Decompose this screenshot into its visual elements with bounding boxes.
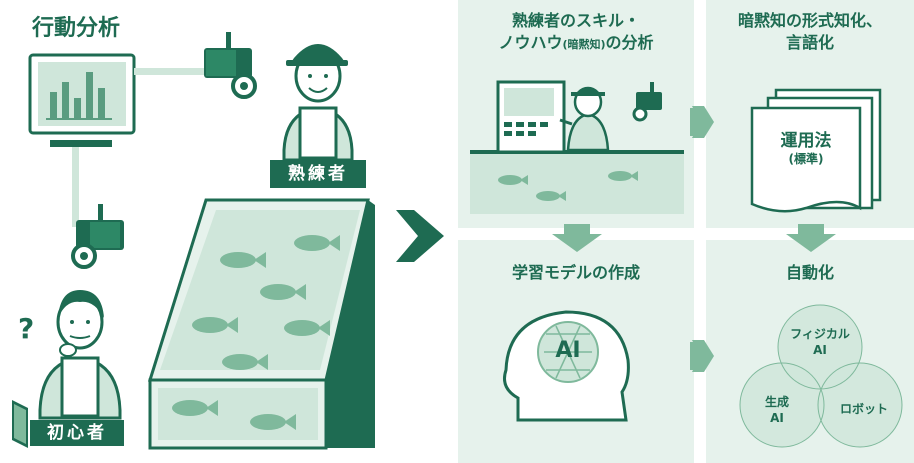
behavior-analysis-title: 行動分析 bbox=[32, 16, 121, 41]
question-mark: ? bbox=[18, 312, 35, 345]
big-arrow-icon bbox=[396, 210, 444, 262]
robot-label: ロボット bbox=[839, 402, 888, 416]
document-icon bbox=[750, 88, 882, 213]
ai-label: AI bbox=[555, 338, 581, 363]
fish-icon bbox=[172, 235, 340, 430]
manual-book-icon bbox=[12, 400, 28, 448]
formalization-title: 暗黙知の形式知化、 言語化 bbox=[737, 11, 882, 52]
fish-icon bbox=[498, 171, 638, 201]
skill-analysis-illustration bbox=[470, 80, 684, 214]
camera-icon bbox=[204, 32, 257, 99]
skill-analysis-title: 熟練者のスキル・ ノウハウ(暗黙知)の分析 bbox=[498, 11, 654, 52]
venn-diagram bbox=[739, 304, 903, 448]
document-title: 運用法 bbox=[780, 131, 832, 151]
beginner-label: 初心者 bbox=[30, 420, 124, 446]
automation-title: 自動化 bbox=[785, 263, 834, 282]
generative-ai-label: 生成 AI bbox=[764, 395, 789, 425]
monitor-icon bbox=[28, 53, 136, 147]
physical-ai-label: フィジカル AI bbox=[790, 327, 850, 357]
arrow-down-icon bbox=[786, 224, 836, 252]
beginner-worker-icon bbox=[38, 290, 122, 420]
model-creation-title: 学習モデルの作成 bbox=[511, 263, 640, 282]
arrow-right-icon bbox=[690, 108, 702, 136]
document-subtitle: (標準) bbox=[788, 152, 824, 166]
camera-icon bbox=[71, 204, 124, 269]
arrow-down-icon bbox=[552, 224, 602, 252]
arrow-right-icon bbox=[692, 340, 714, 372]
expert-label: 熟練者 bbox=[270, 160, 366, 188]
ai-head-icon bbox=[503, 310, 630, 422]
expert-worker-icon bbox=[282, 44, 354, 162]
